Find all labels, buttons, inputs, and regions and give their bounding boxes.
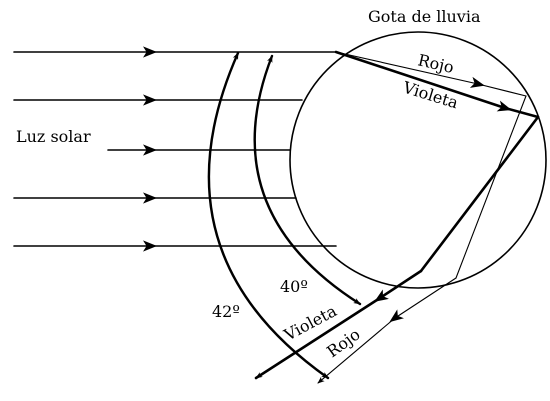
- sunlight-rays: [13, 46, 337, 252]
- red-reflected-ray: [455, 95, 527, 279]
- angle-arc-40: [253, 54, 362, 306]
- violet-reflected-ray: [419, 115, 540, 273]
- red-refracted-ray: [335, 51, 527, 97]
- angle-arc-42: [207, 51, 330, 380]
- angle-42-label: 42º: [212, 302, 240, 321]
- angle-arcs: [207, 51, 362, 380]
- angle-40-label: 40º: [280, 277, 308, 296]
- red-exit-ray: [317, 277, 457, 384]
- red-inside-label: Rojo: [416, 50, 456, 77]
- drop-label: Gota de lluvia: [368, 7, 481, 26]
- violet-refracted-ray: [334, 50, 540, 119]
- sunlight-label: Luz solar: [16, 127, 91, 146]
- violet-exit-label: Violeta: [280, 301, 340, 345]
- internal-rays: [334, 50, 540, 279]
